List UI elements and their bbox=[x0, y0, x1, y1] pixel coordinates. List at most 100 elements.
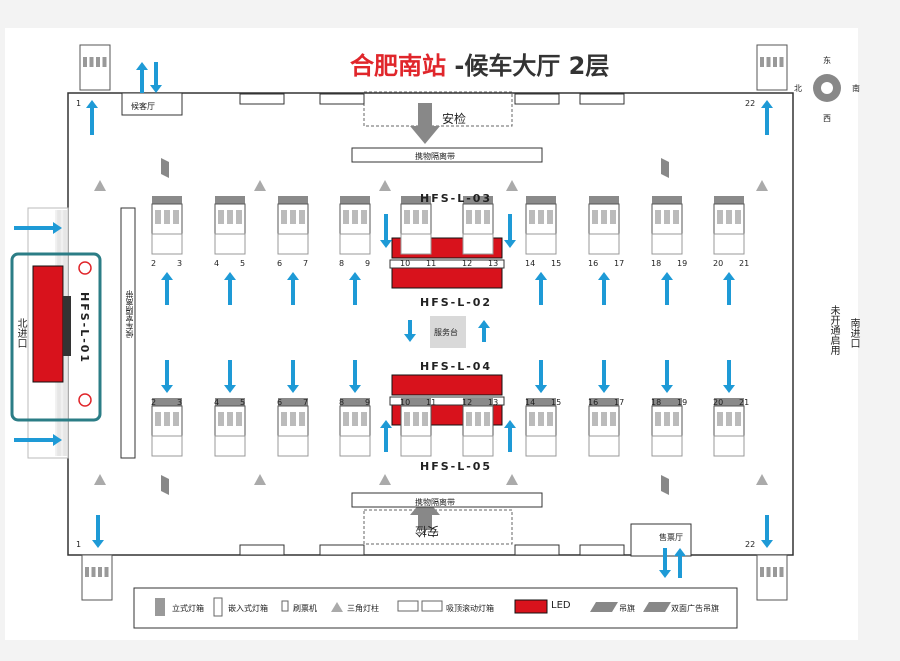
gate-cluster-top bbox=[525, 196, 557, 255]
gate-turnstile bbox=[601, 210, 607, 224]
gate-arrow-lower-head bbox=[661, 385, 673, 393]
entrance-arrow-top-head bbox=[53, 222, 62, 234]
waiting-hall-arrow-up-head bbox=[136, 62, 148, 70]
service-arrow-left-down-head bbox=[404, 334, 416, 342]
gate-cluster-bottom bbox=[400, 398, 432, 457]
gate-cluster-bottom bbox=[462, 398, 494, 457]
ceiling-box-bottom bbox=[319, 544, 365, 556]
legend-hanging-flag-icon bbox=[590, 602, 618, 612]
corner-stair-step bbox=[83, 57, 87, 67]
corner-stair-step bbox=[773, 567, 777, 577]
hanging-flag bbox=[661, 158, 669, 178]
north-entrance-label: 北进口 bbox=[15, 318, 26, 348]
gate-row-group bbox=[151, 196, 745, 457]
gate-turnstile bbox=[361, 210, 367, 224]
screen-label-l04: HFS-L-04 bbox=[420, 360, 493, 373]
hanging-flag bbox=[161, 475, 169, 495]
gate-arrow-lower-head bbox=[224, 385, 236, 393]
gate-number: 10 bbox=[400, 259, 411, 268]
gate-cluster-cap bbox=[278, 398, 308, 406]
gate-cluster-top bbox=[339, 196, 371, 255]
camera-marker-top bbox=[78, 261, 92, 275]
gate-number: 6 bbox=[277, 398, 283, 407]
gate-cluster-lower bbox=[214, 435, 246, 457]
triangle-column bbox=[94, 180, 106, 191]
gate-arrow-upper-head bbox=[723, 272, 735, 280]
gate-turnstile bbox=[655, 210, 661, 224]
gate-turnstile bbox=[538, 210, 544, 224]
legend-label-hanging-scroll-box: 吸顶滚动灯箱 bbox=[446, 604, 494, 613]
luggage-belt-bottom bbox=[351, 492, 543, 508]
ceiling-box-bottom bbox=[514, 544, 560, 556]
security-top-arrow bbox=[410, 103, 440, 144]
ceiling-box-top bbox=[514, 93, 560, 105]
direction-arrows bbox=[14, 62, 773, 578]
compass-north-label: 北 bbox=[794, 84, 802, 93]
gate-turnstile bbox=[538, 412, 544, 426]
gate-turnstile bbox=[290, 412, 296, 426]
legend-triangle-column-icon bbox=[331, 602, 343, 612]
led-gap-top bbox=[389, 259, 505, 269]
security-bottom-label: 安检 bbox=[415, 524, 440, 538]
gate-cluster-lower bbox=[525, 233, 557, 255]
corner-stair bbox=[756, 554, 788, 601]
hall-walls bbox=[10, 44, 841, 601]
triangle-column bbox=[254, 474, 266, 485]
led-screen-l01-mount bbox=[63, 296, 71, 356]
page-title: 合肥南站 -候车大厅 2层 bbox=[350, 46, 609, 81]
gate-turnstile bbox=[735, 412, 741, 426]
ticket-hall-label: 售票厅 bbox=[659, 533, 683, 542]
gate-number: 7 bbox=[303, 259, 309, 268]
security-bottom-arrow bbox=[410, 497, 440, 530]
compass-center bbox=[821, 82, 833, 94]
gate-cluster-lower bbox=[588, 435, 620, 457]
led-screen-l01 bbox=[32, 265, 64, 383]
gate-turnstile bbox=[290, 210, 296, 224]
corner-stair bbox=[79, 44, 111, 91]
gate-number: 14 bbox=[525, 259, 536, 268]
gate-arrow-upper-head bbox=[161, 272, 173, 280]
gate-turnstile bbox=[529, 412, 535, 426]
gate-number-corner-tr: 22 bbox=[745, 99, 756, 108]
gate-cluster-cap bbox=[652, 196, 682, 204]
gate-turnstile bbox=[664, 412, 670, 426]
gate-cluster-cap bbox=[463, 196, 493, 204]
gate-turnstile bbox=[155, 412, 161, 426]
gate-cluster-bottom bbox=[525, 398, 557, 457]
legend-embedded-lightbox-icon bbox=[213, 597, 223, 617]
gate-number: 8 bbox=[339, 259, 345, 268]
gate-turnstile bbox=[343, 210, 349, 224]
gate-cluster-lower bbox=[277, 233, 309, 255]
gate-number: 10 bbox=[400, 398, 411, 407]
gate-number: 3 bbox=[177, 259, 183, 268]
gate-number: 17 bbox=[614, 398, 625, 407]
center-arrow-c-head bbox=[380, 420, 392, 428]
gate-turnstile bbox=[610, 210, 616, 224]
gate-number-corner-bl: 1 bbox=[76, 540, 82, 549]
legend-ticket-machine-icon bbox=[281, 600, 289, 612]
legend-scroll-box-b bbox=[421, 600, 443, 612]
gate-number: 20 bbox=[713, 398, 724, 407]
gate-number-corner-tl: 1 bbox=[76, 99, 82, 108]
waiting-hall-box bbox=[121, 92, 183, 116]
gate-cluster-lower bbox=[462, 435, 494, 457]
corner-stair-step bbox=[760, 57, 764, 67]
gate-arrow-lower-head bbox=[598, 385, 610, 393]
gate-cluster-cap bbox=[215, 398, 245, 406]
camera-marker-bottom bbox=[78, 393, 92, 407]
gate-number: 13 bbox=[488, 398, 499, 407]
corner-arrow-bl-head bbox=[92, 540, 104, 548]
gate-turnstile bbox=[227, 412, 233, 426]
side-corridor-label: 候车室隔离带 bbox=[125, 290, 134, 338]
gate-turnstile bbox=[164, 210, 170, 224]
gate-cluster-lower bbox=[151, 233, 183, 255]
ceiling-box-bottom bbox=[239, 544, 285, 556]
corner-arrow-tl-head bbox=[86, 100, 98, 108]
gate-turnstile bbox=[218, 412, 224, 426]
gate-turnstile bbox=[484, 412, 490, 426]
hanging-flag bbox=[661, 475, 669, 495]
gate-cluster-top bbox=[713, 196, 745, 255]
triangle-column bbox=[94, 474, 106, 485]
gate-turnstile bbox=[218, 210, 224, 224]
